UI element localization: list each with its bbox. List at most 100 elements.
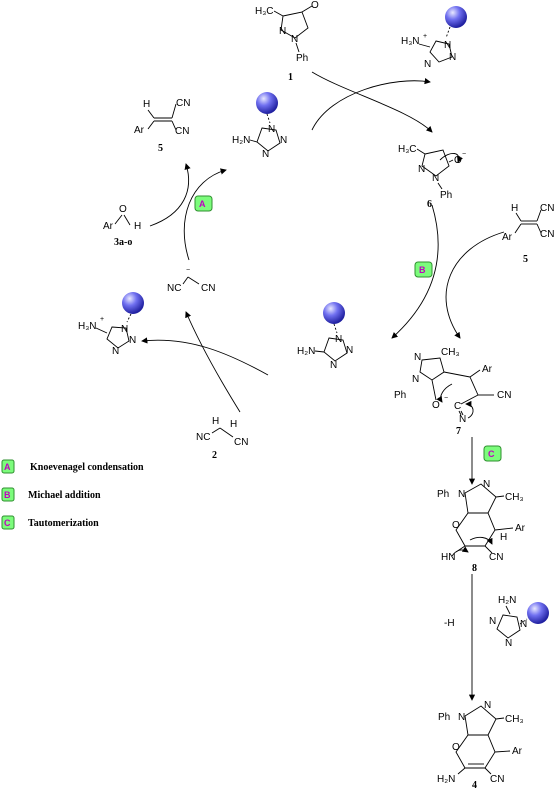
svg-text:N: N <box>483 479 490 490</box>
svg-text:C: C <box>454 401 461 412</box>
svg-text:N: N <box>418 164 425 175</box>
badge-c: C <box>483 445 502 462</box>
svg-text:+: + <box>423 33 427 40</box>
svg-text:Ph: Ph <box>440 190 452 201</box>
svg-text:HN: HN <box>441 552 455 563</box>
cat-top-h3n: H₃N <box>401 36 420 47</box>
svg-text:6: 6 <box>427 199 432 210</box>
svg-text:Michael addition: Michael addition <box>28 490 101 501</box>
svg-text:N: N <box>280 135 287 146</box>
catalyst-protonated-top: H₃N + N N N <box>401 6 467 70</box>
svg-text:N: N <box>520 619 527 630</box>
support-ball-icon <box>256 92 278 114</box>
c1-methyl: H₃C <box>255 6 274 17</box>
svg-text:H: H <box>511 203 518 214</box>
svg-text:H₂N: H₂N <box>498 595 516 606</box>
svg-text:N: N <box>444 40 451 51</box>
svg-text:Ar: Ar <box>515 523 526 534</box>
minus-h-label: -H <box>444 618 455 629</box>
support-ball-icon <box>323 302 345 324</box>
legend-item-b: B Michael addition <box>1 487 101 502</box>
svg-text:3a-o: 3a-o <box>114 237 132 248</box>
svg-text:5: 5 <box>523 254 528 265</box>
svg-text:O: O <box>452 742 460 753</box>
svg-text:N: N <box>505 638 512 649</box>
svg-text:N: N <box>424 59 431 70</box>
svg-text:CH₃: CH₃ <box>505 714 524 725</box>
svg-text:CN: CN <box>540 203 554 214</box>
svg-text:+: + <box>100 316 104 323</box>
legend: A Knoevenagel condensation B Michael add… <box>1 459 144 530</box>
svg-text:N: N <box>484 700 491 711</box>
svg-text:N: N <box>432 173 439 184</box>
svg-text:Knoevenagel condensation: Knoevenagel condensation <box>30 462 144 473</box>
c1-number: 1 <box>288 72 293 83</box>
svg-text:7: 7 <box>456 426 461 437</box>
compound-6-enolate: H₃C O − N N Ph 6 <box>398 144 466 210</box>
catalyst-free-top: H₂N N N N <box>232 92 287 160</box>
compound-8-cyclized: Ph N N CH₃ O Ar H CN HN 8 <box>437 479 526 574</box>
compound-2-malononitrile: H H NC CN 2 <box>196 416 248 461</box>
svg-text:CH₃: CH₃ <box>441 347 460 358</box>
compound-7-michael-adduct: CH₃ N N Ph Ar CN O C N − 7 <box>394 347 511 437</box>
svg-text:N: N <box>414 352 421 363</box>
svg-text:A: A <box>4 462 11 472</box>
svg-text:H: H <box>500 532 507 543</box>
svg-text:CN: CN <box>490 774 504 785</box>
svg-text:N: N <box>335 334 342 345</box>
svg-text:−: − <box>186 267 190 274</box>
svg-text:H: H <box>230 419 237 430</box>
c1-oxygen: O <box>311 0 319 11</box>
svg-text:CN: CN <box>176 98 190 109</box>
svg-text:H: H <box>212 416 219 427</box>
badge-b: B <box>414 261 433 278</box>
support-ball-icon <box>445 6 467 28</box>
svg-text:CN: CN <box>497 390 511 401</box>
svg-text:Ar: Ar <box>103 221 114 232</box>
svg-text:B: B <box>419 265 426 275</box>
svg-text:CN: CN <box>540 229 554 240</box>
svg-text:O: O <box>454 155 462 166</box>
svg-text:H₃N: H₃N <box>78 321 97 332</box>
svg-text:N: N <box>458 712 465 723</box>
cat-mid-h2n: H₂N <box>232 135 250 146</box>
c1-ph: Ph <box>296 53 308 64</box>
c1-n: N <box>279 26 286 37</box>
svg-text:N: N <box>129 335 136 346</box>
svg-text:CN: CN <box>175 126 189 137</box>
svg-text:O: O <box>119 204 127 215</box>
svg-text:Ar: Ar <box>134 125 145 136</box>
svg-text:−: − <box>444 395 448 402</box>
svg-text:Ph: Ph <box>437 489 449 500</box>
support-ball-icon <box>527 602 549 624</box>
svg-text:8: 8 <box>472 563 477 574</box>
svg-text:N: N <box>449 52 456 63</box>
svg-text:A: A <box>199 199 206 209</box>
svg-text:N: N <box>346 345 353 356</box>
svg-text:C: C <box>4 518 11 528</box>
svg-text:CN: CN <box>234 437 248 448</box>
svg-text:NC: NC <box>196 432 210 443</box>
catalyst-free-center: H₂N N N N <box>297 302 353 371</box>
svg-text:−: − <box>462 151 466 158</box>
svg-text:5: 5 <box>158 143 163 154</box>
svg-text:O: O <box>452 520 460 531</box>
svg-text:Ar: Ar <box>482 364 493 375</box>
legend-item-c: C Tautomerization <box>1 515 99 530</box>
svg-text:H₃C: H₃C <box>398 144 417 155</box>
compound-4-product: Ph N N CH₃ O Ar CN H₂N 4 <box>437 700 524 788</box>
compound-5-top: H CN CN Ar 5 <box>134 98 190 154</box>
malononitrile-anion: − NC CN <box>167 267 215 294</box>
svg-text:B: B <box>4 490 11 500</box>
badge-a: A <box>194 195 213 212</box>
svg-text:C: C <box>488 449 495 459</box>
svg-text:H₂N: H₂N <box>297 346 315 357</box>
svg-text:N: N <box>268 124 275 135</box>
svg-text:O: O <box>432 400 440 411</box>
reaction-arrows <box>141 71 505 701</box>
svg-text:NC: NC <box>167 283 181 294</box>
compound-3-aldehyde: Ar O H 3a-o <box>103 204 141 248</box>
svg-text:N: N <box>121 324 128 335</box>
svg-text:N: N <box>489 616 496 627</box>
